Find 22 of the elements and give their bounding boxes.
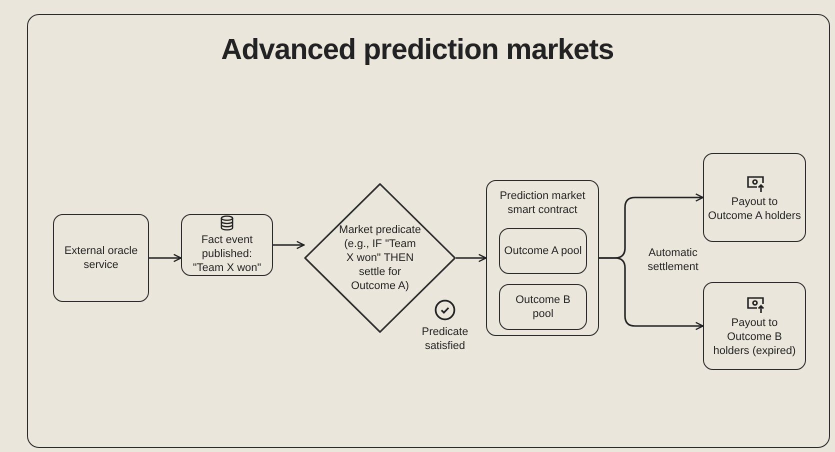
arrow (599, 257, 704, 330)
process-box (181, 214, 273, 276)
group-title: Prediction market smart contract (498, 189, 586, 217)
process-box (499, 284, 587, 330)
arrow (456, 254, 487, 262)
process-box (703, 153, 806, 242)
process-box (53, 214, 149, 302)
arrow (273, 240, 305, 250)
node-label: Payout to Outcome A holders (707, 194, 802, 222)
node-label: External oracle service (63, 244, 139, 272)
node-label: Predicate satisfied (420, 325, 470, 353)
node-label: Outcome B pool (514, 293, 572, 321)
node-label: Payout to Outcome B holders (expired) (712, 316, 797, 358)
annotation-text: Automatic settlement (646, 246, 700, 274)
process-box (499, 228, 587, 274)
node-label: Outcome A pool (503, 244, 583, 258)
process-box (703, 282, 806, 370)
node-label: Market predicate (e.g., IF "Team X won" THEN settle for Outcome A) (338, 223, 422, 293)
container-box (486, 180, 599, 336)
node-label: Fact event published: "Team X won" (192, 233, 262, 275)
arrow (149, 254, 182, 262)
diagram-title: Advanced prediction markets (220, 34, 615, 67)
